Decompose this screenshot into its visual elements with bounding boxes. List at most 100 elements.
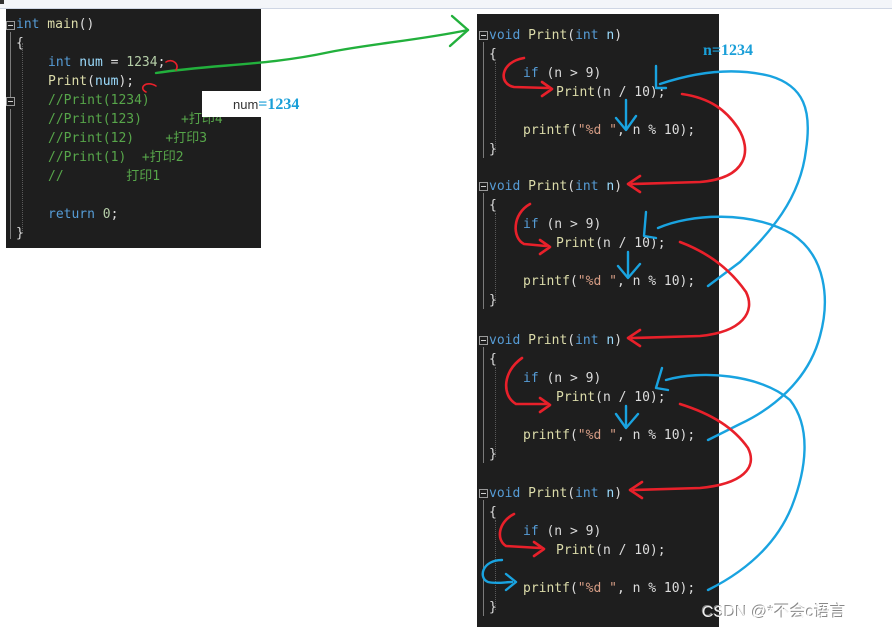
blue-down-head: [616, 262, 642, 280]
number-literal: 1234: [126, 55, 158, 70]
indent-guide: [495, 62, 496, 152]
fold-toggle-icon[interactable]: [479, 336, 488, 345]
function-name: Print: [556, 543, 596, 558]
blue-hook: [642, 210, 658, 240]
blue-down-head: [614, 114, 638, 132]
arguments: , n % 10);: [616, 274, 696, 289]
fold-toggle-icon[interactable]: [479, 182, 488, 191]
code-line-close-brace: }: [489, 293, 497, 308]
code-line-print-signature: void Print(int n): [489, 177, 622, 196]
keyword: void: [489, 28, 521, 43]
print-code-text: void Print(int n) { if (n > 9) Print(n /…: [477, 14, 719, 627]
brace-guide: [483, 193, 484, 309]
keyword: if: [523, 66, 539, 81]
main-code-text: int main() { int num = 1234; Print(num);…: [6, 9, 261, 248]
keyword: void: [489, 486, 521, 501]
blue-return-loop: [664, 373, 806, 592]
punctuation: (: [567, 28, 576, 43]
code-line-printf: printf("%d ", n % 10);: [523, 121, 695, 140]
parameter: n: [598, 486, 615, 501]
blue-hook: [654, 64, 668, 90]
keyword: if: [523, 371, 539, 386]
code-line-recursive-call: Print(n / 10);: [556, 234, 666, 253]
red-if-hook: [514, 202, 548, 248]
function-name: Print: [520, 333, 568, 348]
code-line-recursive-call: Print(n / 10);: [556, 388, 666, 407]
code-comment: //Print(12) +打印3: [48, 131, 208, 146]
function-name: Print: [520, 486, 568, 501]
blue-base-head: [504, 572, 518, 592]
code-line-if: if (n > 9): [523, 522, 601, 541]
keyword: void: [489, 179, 521, 194]
code-line-printf: printf("%d ", n % 10);: [523, 579, 695, 598]
function-name: Print: [48, 74, 88, 89]
function-name: Print: [556, 390, 596, 405]
red-if-head: [532, 540, 546, 558]
punctuation: }: [16, 226, 24, 241]
blue-down-head: [614, 412, 640, 430]
variable: num: [94, 74, 119, 89]
punctuation: (: [569, 123, 578, 138]
function-name: printf: [523, 581, 570, 596]
code-comment: // 打印1: [48, 169, 161, 184]
red-return-head: [628, 480, 644, 500]
punctuation: ): [614, 28, 623, 43]
punctuation: (: [569, 428, 578, 443]
indent-guide: [22, 43, 23, 233]
brace-guide: [483, 347, 484, 463]
blue-hook: [654, 366, 670, 392]
green-arrow: [154, 28, 470, 75]
code-line-recursive-call: Print(n / 10);: [556, 541, 666, 560]
red-return-head: [626, 174, 642, 194]
red-return-head: [626, 328, 642, 348]
condition: (n > 9): [538, 66, 602, 81]
num-annotation-value: =1234: [258, 96, 300, 113]
watermark: CSDN @*不会c语言: [702, 604, 847, 621]
red-if-head: [540, 80, 554, 98]
fold-toggle-icon[interactable]: [479, 489, 488, 498]
condition: (n > 9): [538, 524, 602, 539]
fold-toggle-icon[interactable]: [6, 21, 15, 30]
red-squiggle: [141, 83, 157, 93]
fold-toggle-icon[interactable]: [479, 31, 488, 40]
function-name: printf: [523, 123, 570, 138]
punctuation: (: [567, 333, 576, 348]
parameter: n: [598, 28, 615, 43]
punctuation: (: [569, 581, 578, 596]
punctuation: ): [614, 333, 623, 348]
punctuation: (: [567, 179, 576, 194]
annotation-box: [202, 91, 314, 117]
string-literal: "%d ": [577, 428, 617, 443]
code-line-printf: printf("%d ", n % 10);: [523, 426, 695, 445]
function-name: Print: [520, 28, 568, 43]
window-top-edge: [0, 0, 892, 9]
keyword: int: [575, 179, 599, 194]
green-arrow-head: [448, 14, 470, 48]
variable: num: [71, 55, 103, 70]
blue-return-loop: [658, 70, 810, 288]
code-comment: //Print(1234): [48, 93, 150, 108]
punctuation: (: [569, 274, 578, 289]
function-name: Print: [556, 85, 596, 100]
code-line-close-brace: }: [489, 600, 497, 615]
code-line-open-brace: {: [489, 505, 497, 520]
num-annotation: num=1234: [233, 96, 299, 114]
string-literal: "%d ": [577, 581, 617, 596]
punctuation: (: [87, 74, 95, 89]
keyword: if: [523, 217, 539, 232]
red-if-hook: [504, 356, 548, 406]
red-return-curve: [630, 92, 747, 186]
string-literal: "%d ": [577, 274, 617, 289]
main-code-panel: int main() { int num = 1234; Print(num);…: [6, 9, 261, 248]
punctuation: );: [118, 74, 135, 89]
punctuation: ;: [110, 207, 119, 222]
function-name: printf: [523, 274, 570, 289]
code-line-printf: printf("%d ", n % 10);: [523, 272, 695, 291]
function-name: Print: [556, 236, 596, 251]
code-line-if: if (n > 9): [523, 64, 601, 83]
code-line-if: if (n > 9): [523, 215, 601, 234]
arguments: , n % 10);: [616, 581, 696, 596]
parameter: n: [598, 179, 615, 194]
fold-toggle-icon[interactable]: [6, 97, 15, 106]
